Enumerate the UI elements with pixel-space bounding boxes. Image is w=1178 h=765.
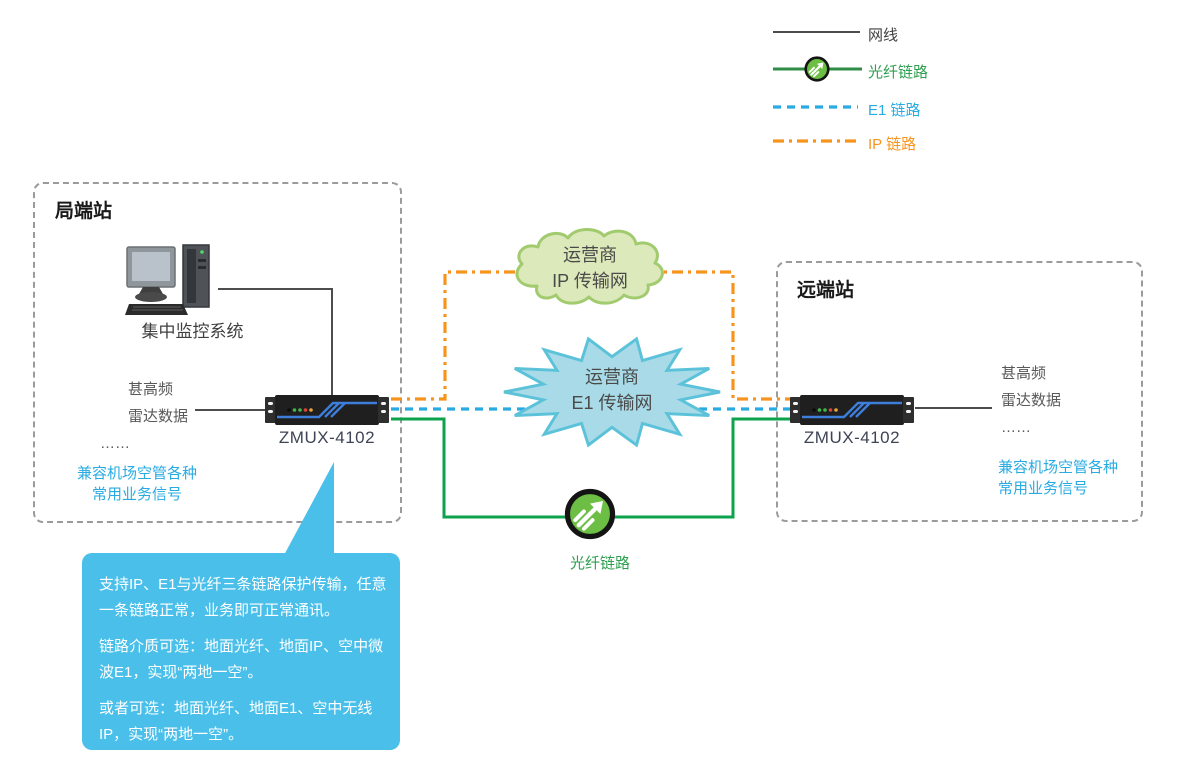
right-service-1: 甚高频 bbox=[1001, 365, 1047, 382]
monitoring-computer-icon bbox=[125, 244, 210, 315]
right-station-box bbox=[776, 261, 1143, 522]
e1-burst-line2: E1 传输网 bbox=[571, 393, 653, 413]
left-service-ellipsis: …… bbox=[100, 435, 130, 452]
left-note-line1: 兼容机场空管各种 bbox=[76, 465, 197, 482]
left-station-box bbox=[33, 182, 402, 523]
callout-paragraph-2: 链路介质可选：地面光纤、地面IP、空中微波E1，实现“两地一空”。 bbox=[99, 638, 384, 681]
fiber-link-label: 光纤链路 bbox=[569, 555, 630, 572]
fiber-connector-icon bbox=[564, 488, 616, 540]
rack-ear-icon bbox=[265, 397, 276, 423]
right-note-line2: 常用业务信号 bbox=[998, 480, 1089, 497]
e1-burst-label: 运营商 E1 传输网 bbox=[502, 364, 722, 416]
left-service-1: 甚高频 bbox=[128, 381, 174, 398]
ip-cloud-line2: IP 传输网 bbox=[552, 271, 628, 291]
device-body bbox=[275, 395, 379, 425]
e1-burst-shape bbox=[503, 336, 721, 448]
right-service-ellipsis: …… bbox=[1001, 419, 1031, 436]
rack-ear-icon bbox=[378, 397, 389, 423]
legend-label-fiber: 光纤链路 bbox=[868, 64, 929, 81]
rack-ear-icon bbox=[790, 397, 801, 423]
ip-cloud-shape bbox=[515, 228, 664, 305]
left-note-line2: 常用业务信号 bbox=[91, 486, 182, 503]
right-zmux-device bbox=[790, 395, 914, 425]
legend-label-e1: E1 链路 bbox=[868, 102, 921, 119]
left-zmux-device bbox=[265, 395, 389, 425]
monitor-to-device-cable bbox=[218, 288, 333, 396]
feature-callout: 支持IP、E1与光纤三条链路保护传输，任意一条链路正常，业务即可正常通讯。 链路… bbox=[82, 553, 400, 750]
e1-burst-line1: 运营商 bbox=[585, 367, 639, 387]
computer-label: 集中监控系统 bbox=[141, 322, 244, 341]
left-station-title: 局端站 bbox=[55, 201, 113, 222]
right-service-2: 雷达数据 bbox=[1001, 392, 1062, 409]
ip-cloud-label: 运营商 IP 传输网 bbox=[505, 242, 675, 294]
ip-link-path bbox=[391, 270, 791, 401]
right-note-line1: 兼容机场空管各种 bbox=[998, 459, 1119, 476]
left-services: 甚高频 雷达数据 …… bbox=[100, 376, 189, 457]
ip-cloud-line1: 运营商 bbox=[563, 245, 617, 265]
fiber-connector-icon bbox=[804, 56, 830, 82]
right-services: 甚高频 雷达数据 …… bbox=[1001, 360, 1061, 441]
device-body bbox=[800, 395, 904, 425]
left-compat-note: 兼容机场空管各种 常用业务信号 bbox=[62, 463, 212, 505]
left-device-label: ZMUX-4102 bbox=[278, 428, 376, 447]
callout-paragraph-3: 或者可选：地面光纤、地面E1、空中无线IP，实现“两地一空”。 bbox=[99, 700, 373, 743]
right-device-label: ZMUX-4102 bbox=[803, 428, 901, 447]
right-compat-note: 兼容机场空管各种 常用业务信号 bbox=[998, 457, 1118, 499]
right-station-title: 远端站 bbox=[797, 280, 855, 301]
left-service-2: 雷达数据 bbox=[128, 408, 189, 425]
legend-label-cable: 网线 bbox=[868, 27, 899, 44]
legend-label-ip: IP 链路 bbox=[868, 136, 917, 153]
callout-paragraph-1: 支持IP、E1与光纤三条链路保护传输，任意一条链路正常，业务即可正常通讯。 bbox=[99, 576, 387, 619]
rack-ear-icon bbox=[903, 397, 914, 423]
